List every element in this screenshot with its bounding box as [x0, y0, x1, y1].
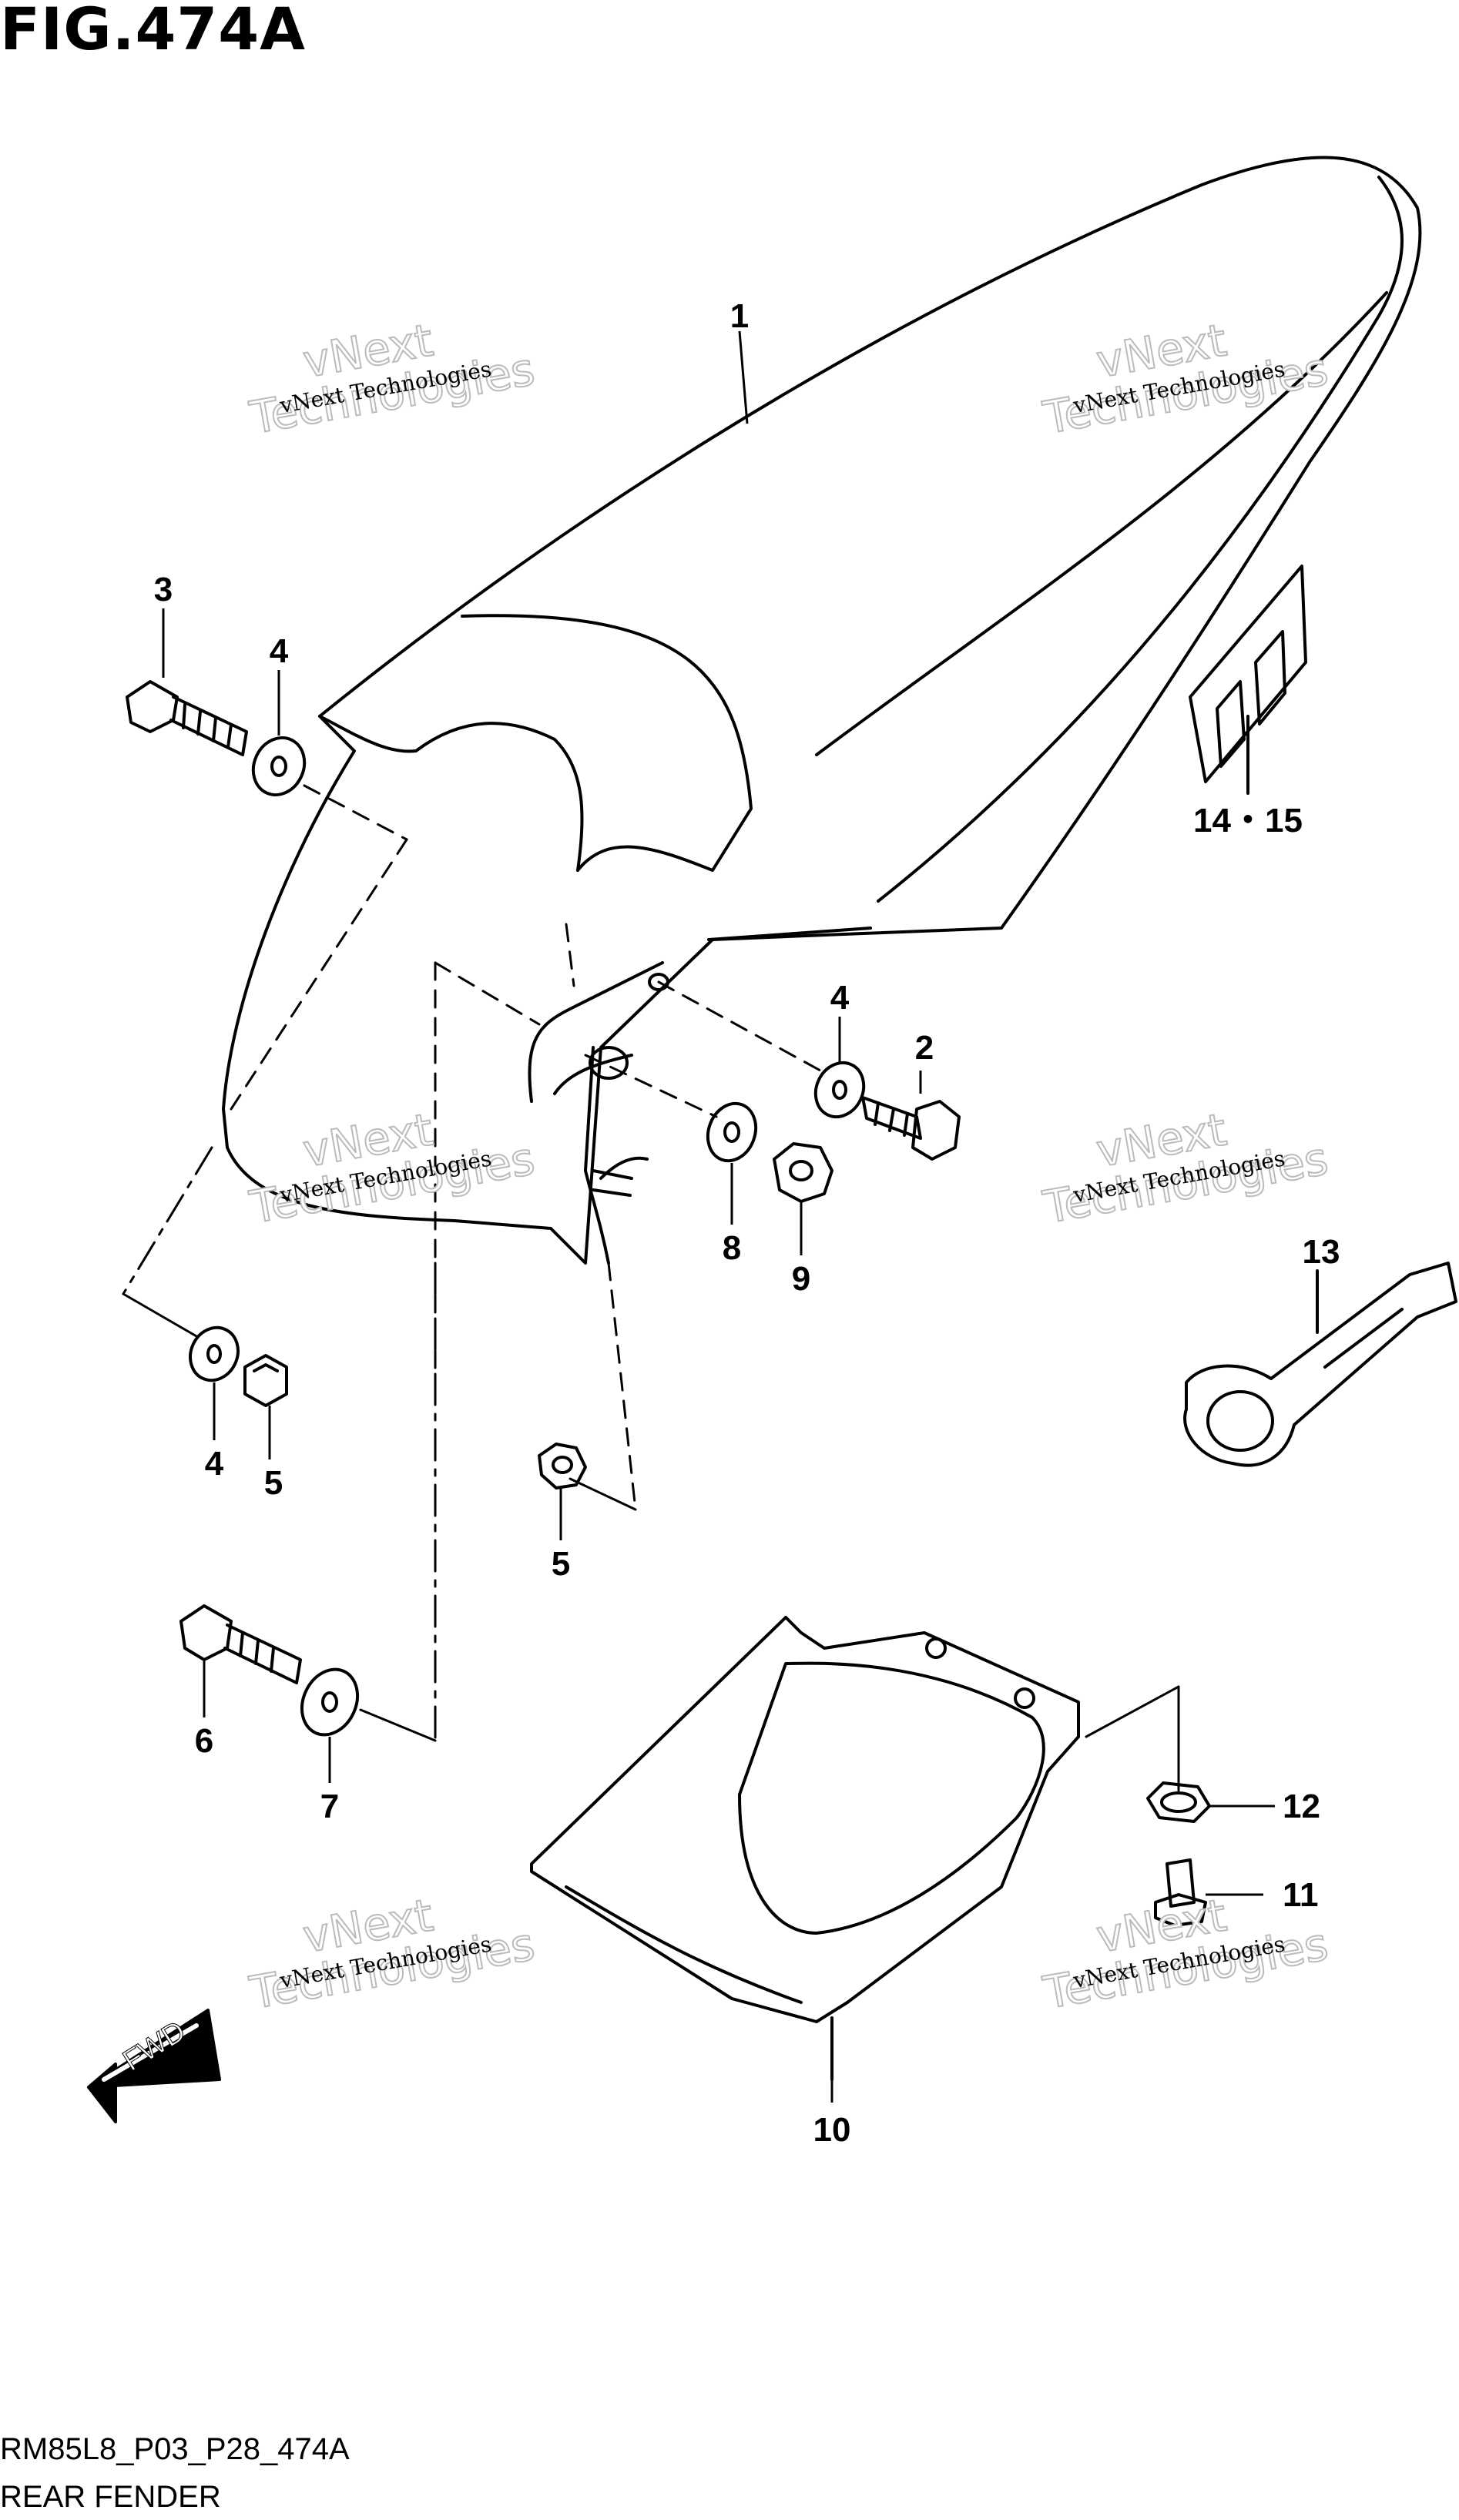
callout-4-lower-left: 4 [205, 1445, 224, 1483]
callout-8: 8 [723, 1229, 741, 1267]
figure-code: RM85L8_P03_P28_474A [0, 2432, 350, 2466]
figure-title: FIG.474A [0, 0, 306, 63]
watermark-tl: Technologies vNext vNext Technologies [245, 313, 539, 445]
callout-3: 3 [154, 571, 173, 608]
assembly-chain-lines [122, 1146, 437, 1742]
callout-9: 9 [792, 1260, 810, 1298]
callout-13: 13 [1303, 1233, 1340, 1271]
watermark-bl: Technologies vNext vNext Technologies [245, 1888, 539, 2020]
tool-part-13 [1183, 1262, 1457, 1467]
watermark-ml: Technologies vNext vNext Technologies [245, 1102, 539, 1235]
callout-5-center: 5 [552, 1545, 570, 1583]
bolt-part-11 [1154, 1858, 1207, 1927]
nut-part-9 [773, 1142, 833, 1203]
bolt-part-3 [126, 680, 248, 756]
watermark-mr: Technologies vNext vNext Technologies [1038, 1102, 1333, 1235]
washer-part-7 [300, 1667, 359, 1737]
callout-2: 2 [915, 1029, 934, 1067]
watermark-group: Technologies vNext vNext Technologies Te… [245, 313, 1333, 2020]
callout-5-left: 5 [264, 1464, 283, 1502]
assembly-solid-lines [122, 1292, 1180, 1792]
callout-14-15: 14・15 [1193, 802, 1303, 839]
bolt-part-6 [179, 1604, 302, 1684]
callout-6: 6 [195, 1722, 213, 1760]
callout-labels: 1 2 3 4 4 4 5 5 6 7 8 9 10 11 12 13 14・1… [154, 297, 1340, 2149]
washer-part-4c [189, 1325, 240, 1382]
nut-part-5b [538, 1443, 587, 1490]
callout-4-right: 4 [830, 979, 850, 1017]
label-part-14-15 [1189, 565, 1307, 795]
callout-10: 10 [813, 2111, 851, 2149]
callout-4-upper-left: 4 [270, 632, 289, 670]
nut-part-5a [243, 1354, 288, 1407]
washer-part-4a [251, 736, 307, 796]
fwd-arrow-icon [87, 2009, 221, 2123]
washer-part-8 [706, 1101, 758, 1163]
washer-part-4b [813, 1061, 866, 1119]
assembly-dashed-lines [230, 784, 822, 1511]
callout-leader-lines [162, 330, 1275, 2103]
callout-7: 7 [320, 1788, 339, 1825]
watermark-tr: Technologies vNext vNext Technologies [1038, 313, 1333, 445]
rear-fender-part [222, 156, 1422, 1265]
skid-plate-part-10 [530, 1616, 1080, 2081]
figure-name: REAR FENDER [0, 2480, 221, 2514]
callout-11: 11 [1283, 1876, 1319, 1914]
callout-1: 1 [730, 297, 749, 335]
callout-12: 12 [1283, 1788, 1320, 1825]
bolt-part-2 [861, 1096, 961, 1161]
